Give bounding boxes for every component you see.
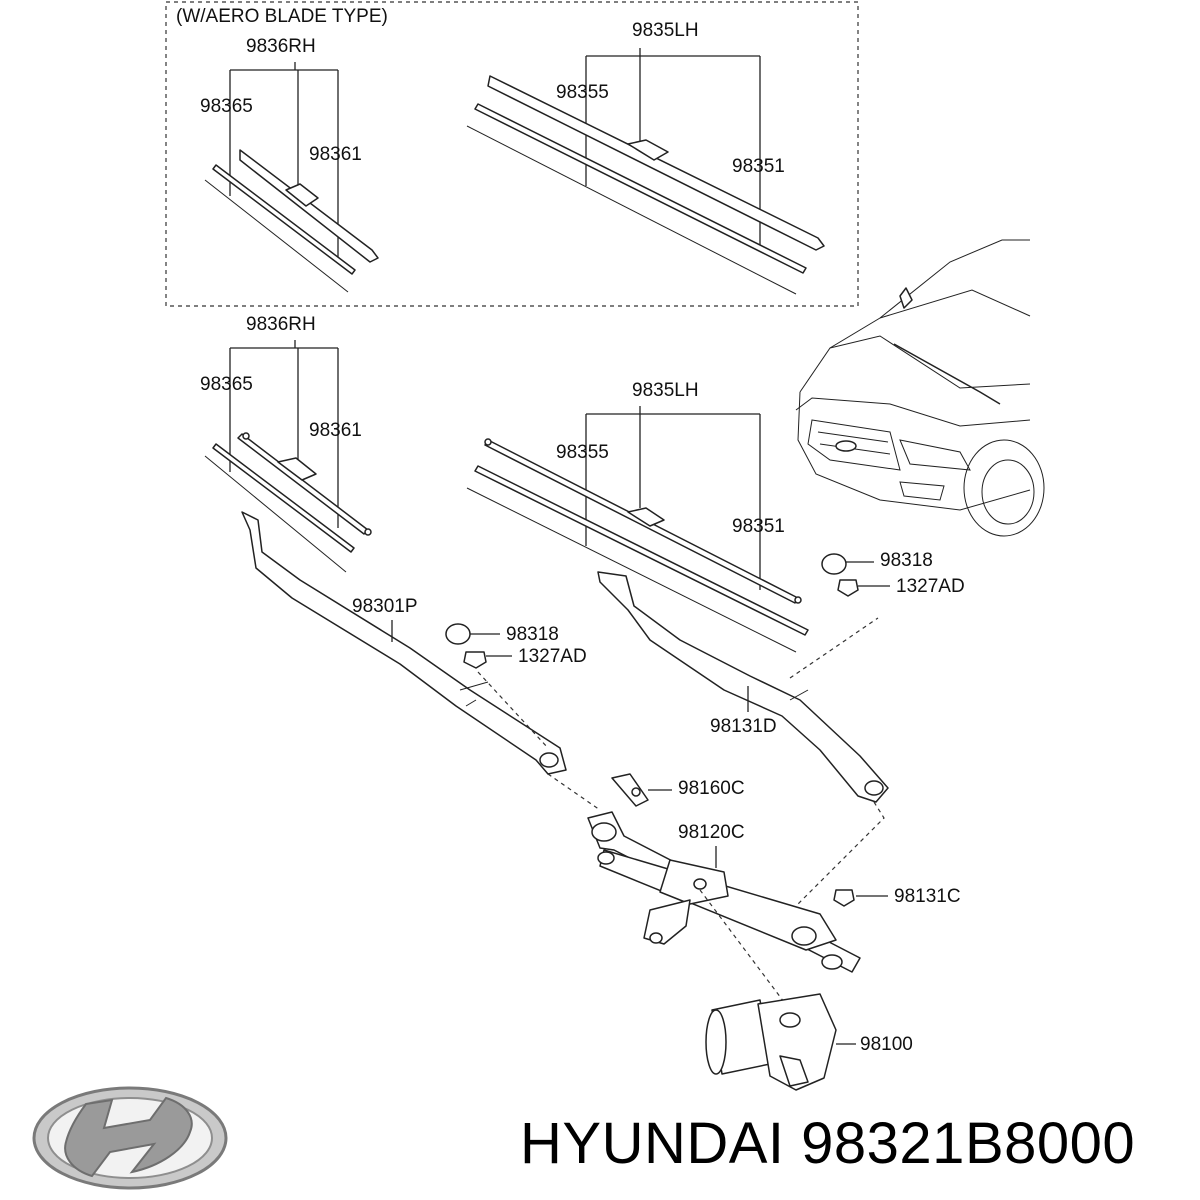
label-nut-link[interactable]: 98131C [894, 886, 961, 907]
label-std-lh-98351[interactable]: 98351 [732, 516, 785, 537]
label-arm-lh[interactable]: 98131D [710, 716, 777, 737]
label-std-lh[interactable]: 9835LH [632, 380, 699, 401]
car-illustration [795, 239, 1045, 537]
label-cap-rh[interactable]: 98318 [506, 624, 559, 645]
label-nut-lh[interactable]: 1327AD [896, 576, 965, 597]
footer-part-number: 98321B8000 [801, 1111, 1136, 1176]
label-std-rh-98365[interactable]: 98365 [200, 374, 253, 395]
nut-98131c[interactable] [833, 889, 855, 907]
label-linkage[interactable]: 98120C [678, 822, 745, 843]
nut-1327ad-lh[interactable] [837, 579, 859, 597]
label-nut-rh[interactable]: 1327AD [518, 646, 587, 667]
wiper-motor[interactable] [705, 993, 837, 1091]
std-blade-lh-group: 9835LH 98355 98351 [466, 380, 809, 653]
label-motor[interactable]: 98100 [860, 1034, 913, 1055]
aero-box-title: (W/AERO BLADE TYPE) [176, 6, 388, 27]
aero-box-border [165, 1, 859, 307]
label-aero-lh-98355[interactable]: 98355 [556, 82, 609, 103]
aero-blade-rh[interactable] [204, 149, 379, 293]
label-aero-rh-98365[interactable]: 98365 [200, 96, 253, 117]
wiper-linkage[interactable] [587, 811, 861, 1011]
label-aero-rh-98361[interactable]: 98361 [309, 144, 362, 165]
label-std-rh-98361[interactable]: 98361 [309, 420, 362, 441]
label-aero-lh[interactable]: 9835LH [632, 20, 699, 41]
cap-98318-lh[interactable] [821, 553, 847, 575]
label-std-lh-98355[interactable]: 98355 [556, 442, 609, 463]
nut-1327ad-rh[interactable] [463, 651, 487, 669]
std-blade-lh[interactable] [466, 438, 809, 653]
label-aero-lh-98351[interactable]: 98351 [732, 156, 785, 177]
cap-98318-rh[interactable] [445, 623, 471, 645]
footer-brand: HYUNDAI [520, 1111, 785, 1176]
label-bracket-bolt[interactable]: 98160C [678, 778, 745, 799]
std-blade-rh-group: 9836RH 98365 98361 [200, 314, 372, 573]
label-arm-rh[interactable]: 98301P [352, 596, 418, 617]
std-blade-rh[interactable] [204, 432, 372, 573]
label-aero-rh[interactable]: 9836RH [246, 36, 316, 57]
bracket-bolt-98160c[interactable] [611, 773, 649, 807]
wiper-arm-lh[interactable] [597, 571, 889, 803]
label-cap-lh[interactable]: 98318 [880, 550, 933, 571]
footer-part-title: HYUNDAI 98321B8000 [520, 1110, 1192, 1177]
wiper-arm-rh[interactable] [241, 511, 567, 775]
label-std-rh[interactable]: 9836RH [246, 314, 316, 335]
aero-blade-box: (W/AERO BLADE TYPE) 9836RH 98365 98361 9… [165, 1, 859, 307]
aero-blade-lh[interactable] [466, 75, 825, 295]
hyundai-logo [32, 1086, 228, 1190]
